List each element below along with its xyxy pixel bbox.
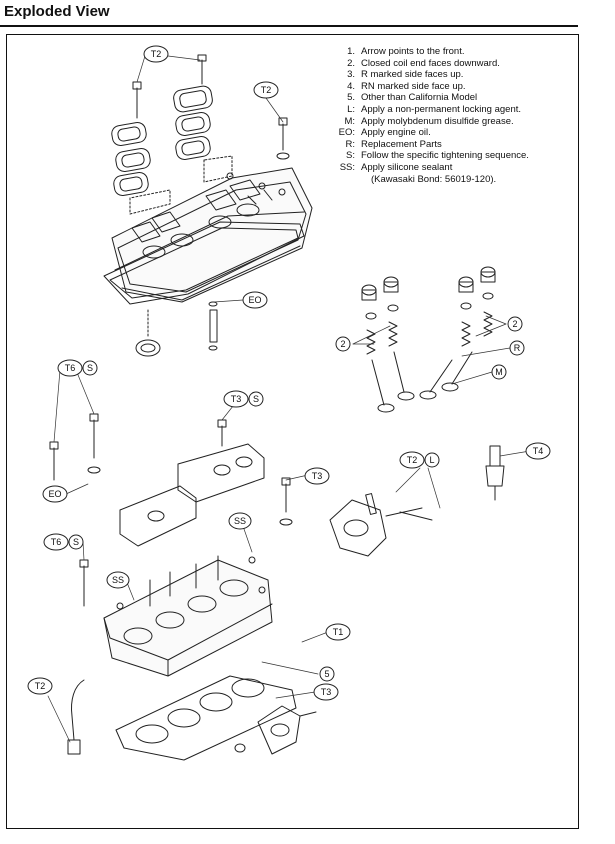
callout-2-left: 2	[335, 336, 351, 352]
legend-key: 1.	[347, 46, 355, 57]
header-rule	[0, 25, 578, 27]
head-gasket	[115, 675, 297, 761]
callout-label: T6	[51, 537, 62, 547]
callout-2-right: 2	[507, 316, 523, 332]
legend-key: S:	[346, 150, 355, 162]
legend-text: Apply silicone sealant	[361, 161, 453, 173]
callout-label: T6	[65, 363, 76, 373]
oil-seal	[135, 309, 161, 357]
callout-r: R	[509, 340, 525, 356]
callout-label: T3	[321, 687, 332, 697]
legend-item-s: S: Follow the specific tightening sequenc…	[337, 150, 529, 162]
spark-plug	[485, 445, 505, 501]
cover-gasket	[103, 221, 305, 305]
cylinder-head	[103, 555, 273, 677]
callout-t2-right: T2	[253, 81, 279, 99]
legend-key: L:	[347, 103, 355, 115]
valve-assembly-left	[361, 276, 415, 413]
plug-hole-gaskets	[111, 85, 233, 215]
callout-t2-top: T2	[143, 45, 169, 63]
cover-bolts	[132, 54, 290, 160]
callout-t4: T4	[525, 442, 551, 460]
legend-item-l: L: Apply a non-permanent locking agent.	[337, 104, 529, 116]
legend-item-ss: SS: Apply silicone sealant	[337, 162, 529, 174]
legend-text: Apply molybdenum disulfide grease.	[361, 115, 514, 127]
legend-item-5: 5. Other than California Model	[337, 92, 529, 104]
legend-continuation: (Kawasaki Bond: 56019-120).	[371, 173, 497, 185]
legend-text: RN marked side face up.	[361, 80, 466, 92]
legend-text: Follow the specific tightening sequence.	[361, 150, 529, 162]
callout-label: EO	[248, 295, 261, 305]
callout-label: T1	[333, 627, 344, 637]
legend-item-4: 4. RN marked side face up.	[337, 81, 529, 93]
callout-label: T3	[312, 471, 323, 481]
callout-label: 2	[340, 339, 345, 349]
legend-text: Apply a non-permanent locking agent.	[361, 103, 522, 115]
legend-key: SS:	[339, 161, 355, 173]
callout-label: T2	[35, 681, 46, 691]
legend-item-m: M: Apply molybdenum disulfide grease.	[337, 116, 529, 128]
legend-text: Other than California Model	[361, 92, 478, 104]
callout-label: SS	[234, 516, 246, 526]
callout-label: R	[514, 343, 521, 353]
callout-t6-s-upper: T6 S	[57, 359, 98, 377]
legend-key: 2.	[347, 57, 355, 69]
callout-label: 5	[324, 669, 329, 679]
legend-text: Apply engine oil.	[361, 127, 431, 139]
water-outlet	[234, 705, 317, 755]
leader-lines	[47, 55, 531, 743]
callout-ss-lower: SS	[106, 571, 130, 589]
callout-label: S	[87, 363, 93, 373]
callout-label: 2	[512, 319, 517, 329]
legend-key: 4.	[347, 80, 355, 92]
callout-label: T2	[407, 455, 418, 465]
callout-t2-l: T2 L	[399, 451, 440, 469]
callout-label: SS	[112, 575, 124, 585]
legend-key: R:	[345, 138, 356, 150]
callout-label: EO	[48, 489, 61, 499]
callout-label: T3	[231, 394, 242, 404]
callout-5: 5	[319, 666, 335, 682]
callout-label: S	[253, 394, 259, 404]
legend-item-r: R: Replacement Parts	[337, 139, 529, 151]
legend-text: Closed coil end faces downward.	[361, 57, 500, 69]
callout-t1: T1	[325, 623, 351, 641]
legend-item-2: 2. Closed coil end faces downward.	[337, 58, 529, 70]
cylinder-head-cover	[111, 167, 313, 303]
callout-t2-bottom: T2	[27, 677, 53, 695]
callout-t3-bottom: T3	[313, 683, 339, 701]
callout-t3-s: T3 S	[223, 390, 264, 408]
callout-label: T2	[261, 85, 272, 95]
callout-label: M	[495, 367, 503, 377]
oil-pipe	[208, 301, 218, 351]
legend-key: 5.	[347, 92, 355, 104]
camshaft-caps	[119, 443, 265, 547]
callout-label: S	[73, 537, 79, 547]
callout-t3-right: T3	[304, 467, 330, 485]
legend-item-eo: EO: Apply engine oil.	[337, 127, 529, 139]
page-title: Exploded View	[4, 3, 110, 20]
callout-label: T2	[151, 49, 162, 59]
callout-eo-bolts: EO	[42, 485, 68, 503]
diagram-frame	[6, 34, 579, 829]
legend-text: R marked side faces up.	[361, 69, 464, 81]
legend-key: M:	[344, 115, 355, 127]
legend: 1. Arrow points to the front. 2. Closed co…	[337, 46, 529, 185]
callout-m: M	[491, 364, 507, 380]
breather-hose	[67, 679, 85, 755]
legend-key: 3.	[347, 69, 355, 81]
callout-t6-s-lower: T6 S	[43, 533, 84, 551]
legend-text: Arrow points to the front.	[361, 46, 465, 57]
callout-label: L	[429, 455, 434, 465]
callout-label: T4	[533, 446, 544, 456]
callout-ss-upper: SS	[228, 512, 252, 530]
callout-eo-oil-pipe: EO	[242, 291, 268, 309]
legend-key: EO:	[338, 127, 355, 139]
water-pump-cover	[329, 493, 433, 557]
valve-assembly-right	[419, 266, 496, 400]
legend-text: Replacement Parts	[361, 138, 442, 150]
legend-item-3: 3. R marked side faces up.	[337, 69, 529, 81]
legend-item-1: 1. Arrow points to the front.	[337, 46, 529, 58]
